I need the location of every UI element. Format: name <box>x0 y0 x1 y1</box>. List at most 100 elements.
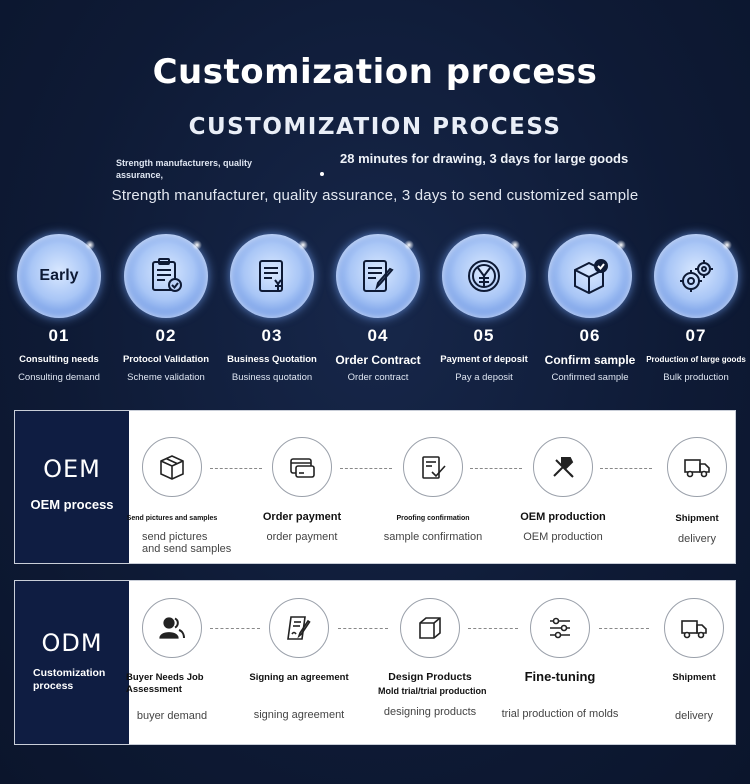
step-05: 05 Payment of deposit Pay a deposit <box>434 234 534 383</box>
step-06: 06 Confirm sample Confirmed sample <box>540 234 640 383</box>
step-bubble <box>548 234 632 318</box>
oem-step-3: Proofing confirmation sample confirmatio… <box>373 437 493 543</box>
step-label: Protocol Validation <box>122 354 210 365</box>
step-title: Shipment <box>672 672 716 683</box>
cube-icon <box>419 617 441 639</box>
odm-step-3: Design Products Mold trial/trial product… <box>370 598 490 718</box>
step-number: 06 <box>579 326 601 345</box>
document-check-icon <box>422 456 446 479</box>
cube-icon-circle <box>400 598 460 658</box>
step-title: Proofing confirmation <box>396 515 470 522</box>
step-desc: designing products <box>383 706 477 718</box>
step-desc: Order contract <box>347 372 409 383</box>
step-label: Consulting needs <box>19 354 99 365</box>
step-title: Buyer Needs Job Assessment <box>126 672 204 695</box>
step-number: 04 <box>367 326 389 345</box>
step-label: Confirm sample <box>544 353 636 367</box>
oem-step-4: OEM production OEM production <box>503 437 623 543</box>
clipboard-check-icon <box>152 258 182 292</box>
step-desc: Business quotation <box>231 372 313 383</box>
oem-heading: OEM <box>43 455 101 483</box>
step-07: 07 Production of large goods Bulk produc… <box>646 234 746 383</box>
oem-process-label: OEM process <box>30 497 114 512</box>
step-number: 05 <box>473 326 495 345</box>
step-number: 03 <box>261 326 283 345</box>
separator-dot <box>320 172 324 176</box>
step-desc: trial production of molds <box>501 708 619 720</box>
truck-icon <box>684 459 710 478</box>
step-desc: OEM production <box>523 531 603 543</box>
step-01: Early 01 Consulting needs Consulting dem… <box>9 234 109 383</box>
step-desc: signing agreement <box>253 709 345 721</box>
yen-coin-icon <box>468 260 500 292</box>
note-left: Strength manufacturers, quality assuranc… <box>116 158 253 180</box>
step-bubble <box>230 234 314 318</box>
step-03: 03 Business Quotation Business quotation <box>222 234 322 383</box>
sliders-icon <box>550 617 570 639</box>
oem-side: OEM OEM process <box>15 411 129 563</box>
note-right: 28 minutes for drawing, 3 days for large… <box>340 151 629 166</box>
box-check-icon <box>574 259 608 295</box>
step-desc: Bulk production <box>663 372 729 383</box>
oem-panel: OEM OEM process Send pictures and sample… <box>14 410 736 564</box>
step-bubble <box>654 234 738 318</box>
connector <box>470 468 522 469</box>
step-bubble <box>124 234 208 318</box>
step-number: 02 <box>155 326 177 345</box>
connector <box>210 628 260 629</box>
agreement-icon <box>287 616 311 640</box>
odm-step-1: Buyer Needs Job Assessment buyer demand <box>112 598 232 722</box>
step-desc: Consulting demand <box>18 372 100 383</box>
connector <box>210 468 262 469</box>
step-title: Send pictures and samples <box>126 515 218 522</box>
document-icon-circle <box>403 437 463 497</box>
connector <box>599 628 649 629</box>
agreement-icon-circle <box>269 598 329 658</box>
step-number: 01 <box>48 326 70 345</box>
step-desc: order payment <box>266 531 338 543</box>
odm-side: ODM Customization process <box>15 581 129 744</box>
odm-step-2: Signing an agreement signing agreement <box>239 598 359 721</box>
package-icon-circle <box>142 437 202 497</box>
step-desc: delivery <box>678 533 716 545</box>
connector <box>340 468 392 469</box>
step-label: Business Quotation <box>227 354 317 365</box>
tools-icon <box>553 457 574 478</box>
step-desc: sample confirmation <box>383 531 483 543</box>
step-title: Fine-tuning <box>524 669 596 684</box>
odm-step-4: Fine-tuning trial production of molds <box>500 598 620 720</box>
connector <box>600 468 652 469</box>
step-title: Shipment <box>675 513 719 524</box>
payment-icon-circle <box>272 437 332 497</box>
step-title: Signing an agreement <box>249 672 349 683</box>
oem-step-1: Send pictures and samples send pictures … <box>112 437 232 555</box>
step-desc: buyer demand <box>136 710 208 722</box>
odm-step-5: Shipment delivery <box>634 598 750 722</box>
step-desc: Pay a deposit <box>455 372 513 383</box>
contract-pen-icon <box>363 260 394 292</box>
step-title: Order payment <box>262 511 342 523</box>
users-icon <box>159 617 185 639</box>
connector <box>468 628 518 629</box>
connector <box>338 628 388 629</box>
truck-icon-circle <box>664 598 724 658</box>
step-number: 07 <box>685 326 707 345</box>
odm-heading: ODM <box>41 629 103 657</box>
step-desc: send pictures and send samples <box>142 531 232 555</box>
step-title: OEM production <box>520 511 606 523</box>
step-04: 04 Order Contract Order contract <box>328 234 428 383</box>
page-subtitle: CUSTOMIZATION PROCESS <box>188 114 562 140</box>
package-icon <box>160 455 184 480</box>
page-title: Customization process <box>152 52 598 92</box>
step-bubble: Early <box>17 234 101 318</box>
odm-panel: ODM Customization process Buyer Needs Jo… <box>14 580 736 745</box>
payment-card-icon <box>290 458 315 478</box>
step-label: Production of large goods <box>646 355 746 364</box>
sliders-icon-circle <box>530 598 590 658</box>
process-steps: Early 01 Consulting needs Consulting dem… <box>0 234 750 384</box>
early-badge: Early <box>39 267 79 284</box>
step-bubble <box>442 234 526 318</box>
step-subtitle: Mold trial/trial production <box>378 686 487 696</box>
step-label: Payment of deposit <box>440 354 528 365</box>
step-desc: delivery <box>675 710 713 722</box>
